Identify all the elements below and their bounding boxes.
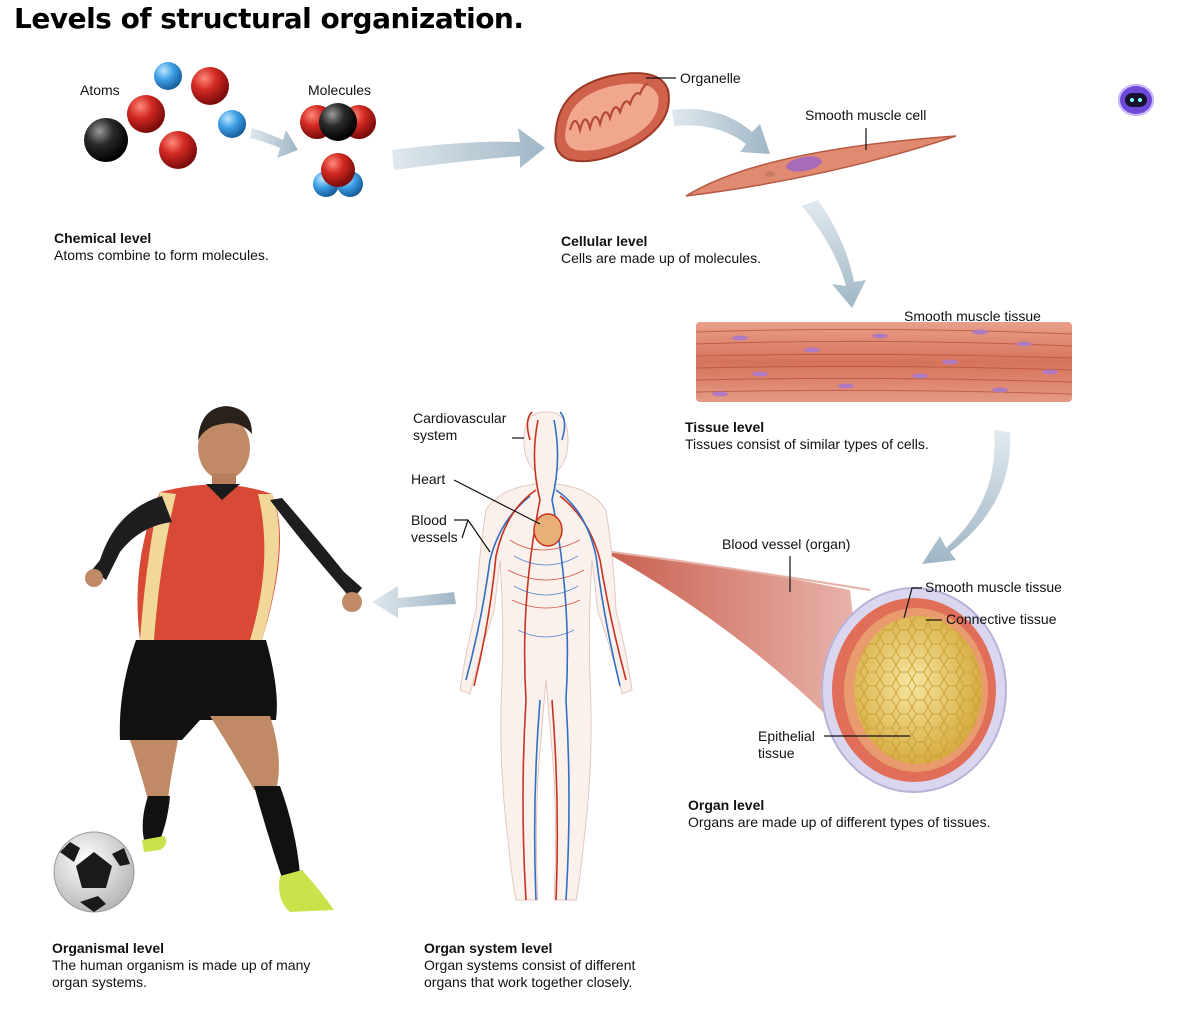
arrow-organelle-to-cell bbox=[672, 108, 770, 154]
page-title: Levels of structural organization. bbox=[14, 2, 524, 35]
smooth-muscle-tissue-illustration bbox=[695, 322, 1073, 402]
caption-organismal-level: Organismal level The human organism is m… bbox=[52, 940, 311, 990]
leader-smooth-muscle-organ bbox=[903, 587, 922, 619]
arrow-atoms-to-molecules bbox=[250, 128, 298, 158]
atoms-illustration bbox=[84, 62, 246, 169]
caption-organ-level: Organ level Organs are made up of differ… bbox=[688, 797, 991, 830]
label-smooth-muscle-cell: Smooth muscle cell bbox=[805, 107, 927, 123]
arrow-system-to-organism bbox=[372, 586, 456, 618]
label-cardiovascular-system: Cardiovascular system bbox=[413, 410, 507, 443]
caption-organ-system-level: Organ system level Organ systems consist… bbox=[424, 940, 636, 990]
arrow-molecules-to-organelle bbox=[392, 128, 545, 170]
leader-blood-vessels bbox=[454, 519, 491, 553]
label-connective-tissue: Connective tissue bbox=[946, 611, 1057, 627]
label-blood-vessel-organ: Blood vessel (organ) bbox=[722, 536, 851, 552]
arrow-cell-to-tissue bbox=[802, 200, 866, 308]
assistant-bot-icon[interactable] bbox=[1118, 84, 1154, 116]
caption-tissue-level: Tissue level Tissues consist of similar … bbox=[685, 419, 929, 452]
label-heart: Heart bbox=[411, 471, 446, 487]
label-atoms: Atoms bbox=[80, 82, 120, 98]
soccer-ball-illustration bbox=[53, 831, 135, 913]
label-blood-vessels: Blood vessels bbox=[411, 512, 458, 545]
label-molecules: Molecules bbox=[308, 82, 372, 98]
label-organelle: Organelle bbox=[680, 70, 741, 86]
leader-heart bbox=[453, 479, 541, 525]
label-smooth-muscle-tissue-organ: Smooth muscle tissue bbox=[925, 579, 1062, 595]
molecules-illustration bbox=[300, 103, 376, 197]
label-epithelial-tissue: Epithelial tissue bbox=[758, 728, 815, 761]
cardiovascular-body-illustration bbox=[459, 411, 633, 901]
caption-cellular-level: Cellular level Cells are made up of mole… bbox=[561, 233, 761, 266]
mitochondrion-illustration bbox=[554, 72, 670, 163]
smooth-muscle-cell-illustration bbox=[685, 135, 957, 197]
arrow-tissue-to-organ bbox=[922, 430, 1011, 564]
caption-chemical-level: Chemical level Atoms combine to form mol… bbox=[54, 230, 269, 263]
label-smooth-muscle-tissue: Smooth muscle tissue bbox=[904, 308, 1041, 324]
soccer-player-illustration bbox=[85, 406, 362, 912]
